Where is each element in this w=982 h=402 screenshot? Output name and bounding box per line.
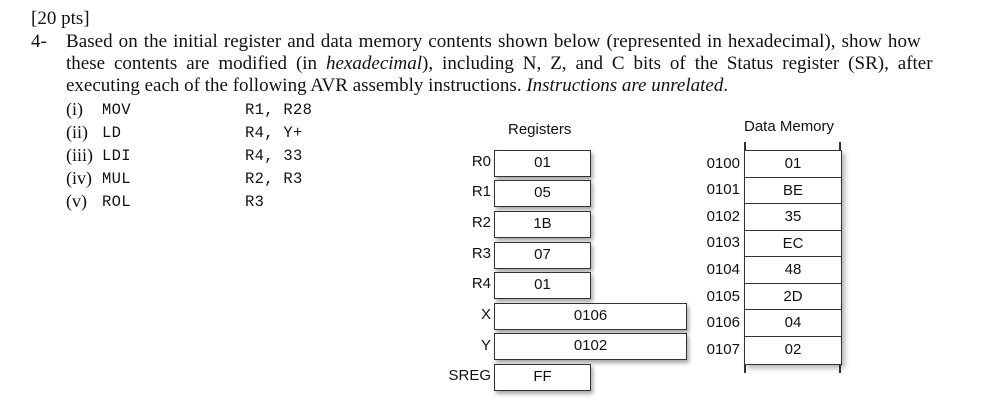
memory-address: 0101 (706, 181, 740, 198)
instruction-opcode: MUL (102, 170, 131, 188)
instruction-opcode: MOV (102, 101, 131, 119)
data-memory-block: 01 BE 35 EC 48 2D 04 02 (744, 150, 842, 365)
instruction-index: (v) (66, 191, 87, 211)
memory-cell: 2D (745, 282, 841, 310)
registers-title: Registers (508, 121, 572, 138)
register-value-box: 07 (494, 242, 591, 269)
question-text-2-italic: hexadecimal (326, 53, 423, 74)
memory-cell: 48 (745, 256, 841, 283)
question-text-2a: these contents are modified (in (66, 53, 327, 74)
register-value-box: FF (494, 364, 591, 391)
question-text-3-italic: Instructions are unrelated (526, 75, 724, 96)
register-label: R0 (471, 153, 491, 170)
instruction-row: (i) MOV R1, R28 (66, 99, 312, 122)
instruction-index: (iv) (66, 168, 92, 188)
memory-address: 0104 (706, 261, 740, 278)
instruction-opcode: ROL (102, 193, 131, 211)
register-label: X (480, 306, 491, 323)
question-number: 4- (31, 31, 47, 52)
register-value-box: 01 (494, 272, 591, 299)
register-label: SREG (448, 367, 491, 384)
register-value-box: 05 (494, 180, 591, 207)
instruction-row: (ii) LD R4, Y+ (66, 122, 302, 145)
points-label: [20 pts] (31, 8, 90, 29)
memory-continuation-tick (744, 142, 746, 150)
memory-continuation-tick (839, 142, 841, 150)
memory-address: 0105 (706, 288, 740, 305)
question-text-2b: ), including N, Z, and C bits of the Sta… (422, 53, 933, 74)
instruction-row: (iv) MUL R2, R3 (66, 168, 302, 191)
memory-address: 0102 (706, 208, 740, 225)
memory-cell: EC (745, 229, 841, 257)
instruction-index: (ii) (66, 122, 88, 142)
instruction-operands: R4, Y+ (245, 124, 303, 142)
register-label: R4 (471, 275, 491, 292)
memory-continuation-tick (839, 365, 841, 373)
instruction-index: (iii) (66, 145, 93, 165)
question-text-3b: . (723, 75, 729, 96)
memory-continuation-tick (744, 365, 746, 373)
memory-cell: BE (745, 176, 841, 204)
instruction-opcode: LDI (102, 147, 131, 165)
instruction-operands: R1, R28 (245, 101, 313, 119)
question-text-line-1: Based on the initial register and data m… (66, 31, 921, 53)
question-text-line-3: executing each of the following AVR asse… (66, 75, 728, 97)
memory-cell: 01 (745, 150, 841, 177)
memory-address: 0106 (706, 314, 740, 331)
register-value-box-wide: 0106 (494, 303, 687, 330)
register-label: R2 (471, 214, 491, 231)
instruction-row: (v) ROL R3 (66, 191, 264, 214)
question-text-line-2: these contents are modified (in hexadeci… (66, 53, 933, 75)
instruction-operands: R2, R3 (245, 170, 303, 188)
instruction-row: (iii) LDI R4, 33 (66, 145, 302, 168)
memory-cell: 04 (745, 309, 841, 336)
memory-cell: 35 (745, 203, 841, 230)
question-text-3a: executing each of the following AVR asse… (66, 75, 527, 96)
register-value-box-wide: 0102 (494, 333, 687, 360)
memory-address: 0103 (706, 234, 740, 251)
memory-address: 0100 (706, 155, 740, 172)
register-value-box: 01 (494, 150, 591, 177)
question-text-1: Based on the initial register and data m… (66, 31, 921, 52)
data-memory-title: Data Memory (744, 118, 835, 135)
instruction-opcode: LD (102, 124, 122, 142)
memory-address: 0107 (706, 341, 740, 358)
register-label: R3 (471, 245, 491, 262)
instruction-operands: R3 (245, 193, 265, 211)
memory-cell: 02 (745, 335, 841, 365)
instruction-index: (i) (66, 99, 83, 119)
register-label: Y (480, 337, 491, 354)
instruction-operands: R4, 33 (245, 147, 303, 165)
register-value-box: 1B (494, 211, 591, 238)
register-label: R1 (471, 183, 491, 200)
